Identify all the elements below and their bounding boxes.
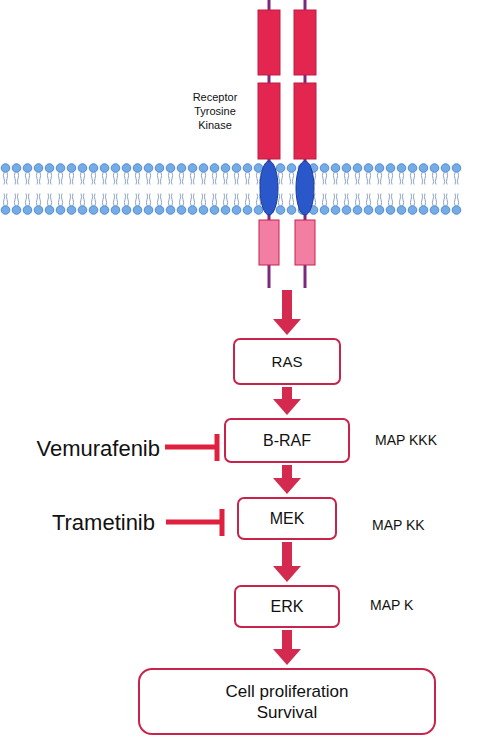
kinase-tier: MAP KKK [375,432,475,448]
block-arrow [273,542,301,582]
drug-name: Trametinib [0,511,155,535]
block-arrow [273,465,301,494]
kinase-tier: MAP KK [372,517,472,533]
drug-name: Vemurafenib [0,437,160,461]
outcome-box: Cell proliferation Survival [138,668,436,735]
receptor-shape [187,0,387,288]
kinase-domain [295,220,315,265]
inhibition-line [165,445,217,450]
node-label: MEK [270,509,305,529]
kinase-tier: MAP K [370,597,470,613]
inhibition-tee [215,434,220,461]
inhibition-tee [220,509,225,536]
extracellular-domain [258,10,280,75]
node-label: B-RAF [263,431,311,451]
receptor-label: Receptor Tyrosine Kinase [187,90,243,132]
extracellular-domain [294,10,316,75]
extracellular-domain [258,83,280,159]
lipid-bilayer [0,163,462,215]
block-arrow [273,630,301,665]
inhibition-line [166,520,222,525]
process-box: MEK [237,497,337,540]
inhibition-bar [165,434,217,461]
inhibition-bar [166,509,222,536]
node-label: RAS [272,352,303,371]
extracellular-domain [294,83,316,159]
process-box: RAS [233,338,341,385]
transmembrane-domain [260,161,278,215]
block-arrow [273,387,301,415]
node-label: Cell proliferation Survival [212,681,362,723]
kinase-domain [259,220,279,265]
receptor-illustration: Receptor Tyrosine Kinase [187,0,387,288]
node-label: ERK [271,597,304,617]
process-box: B-RAF [224,418,350,463]
transmembrane-domain [296,161,314,215]
process-box: ERK [234,585,340,628]
block-arrow [273,290,301,335]
